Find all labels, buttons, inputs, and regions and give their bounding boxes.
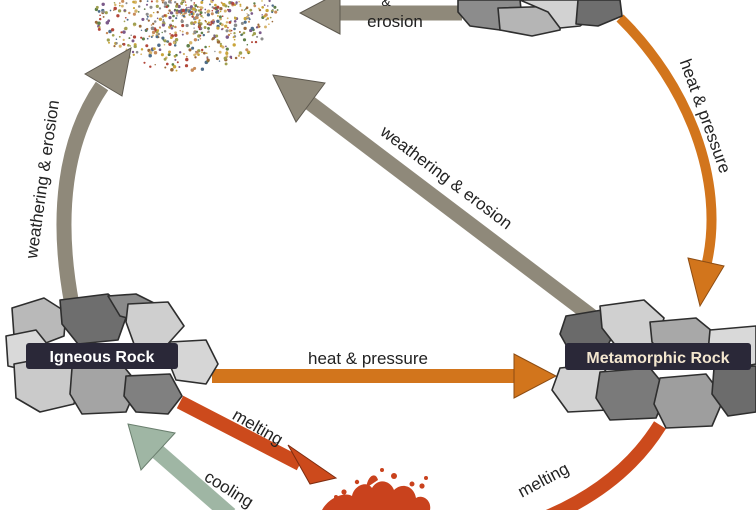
heat-pressure-arrow-middle [212, 353, 558, 399]
melting-arrow-right [545, 421, 666, 510]
heat-pressure-arrow-right [616, 14, 725, 308]
label-heat-pressure-middle: heat & pressure [308, 349, 428, 368]
metamorphic-rock-label: Metamorphic Rock [565, 343, 751, 370]
label-top-ampersand: & [381, 0, 391, 9]
melting-arrow-left [176, 395, 338, 485]
igneous-rock-label: Igneous Rock [26, 343, 178, 369]
cooling-arrow [127, 423, 236, 510]
igneous-rock-label-text: Igneous Rock [50, 349, 155, 366]
weathering-erosion-arrow-top [298, 0, 462, 35]
sediment-particles [94, 0, 279, 72]
weathering-erosion-arrow-left [56, 47, 132, 307]
label-melting-right: melting [515, 459, 572, 502]
metamorphic-rock-label-text: Metamorphic Rock [586, 350, 729, 367]
label-top-erosion: erosion [367, 12, 423, 31]
sedimentary-rock-pile [457, 0, 623, 37]
weathering-erosion-arrow-diagonal [272, 74, 599, 324]
magma-splash [322, 468, 431, 510]
metamorphic-rock-pile [551, 299, 756, 429]
